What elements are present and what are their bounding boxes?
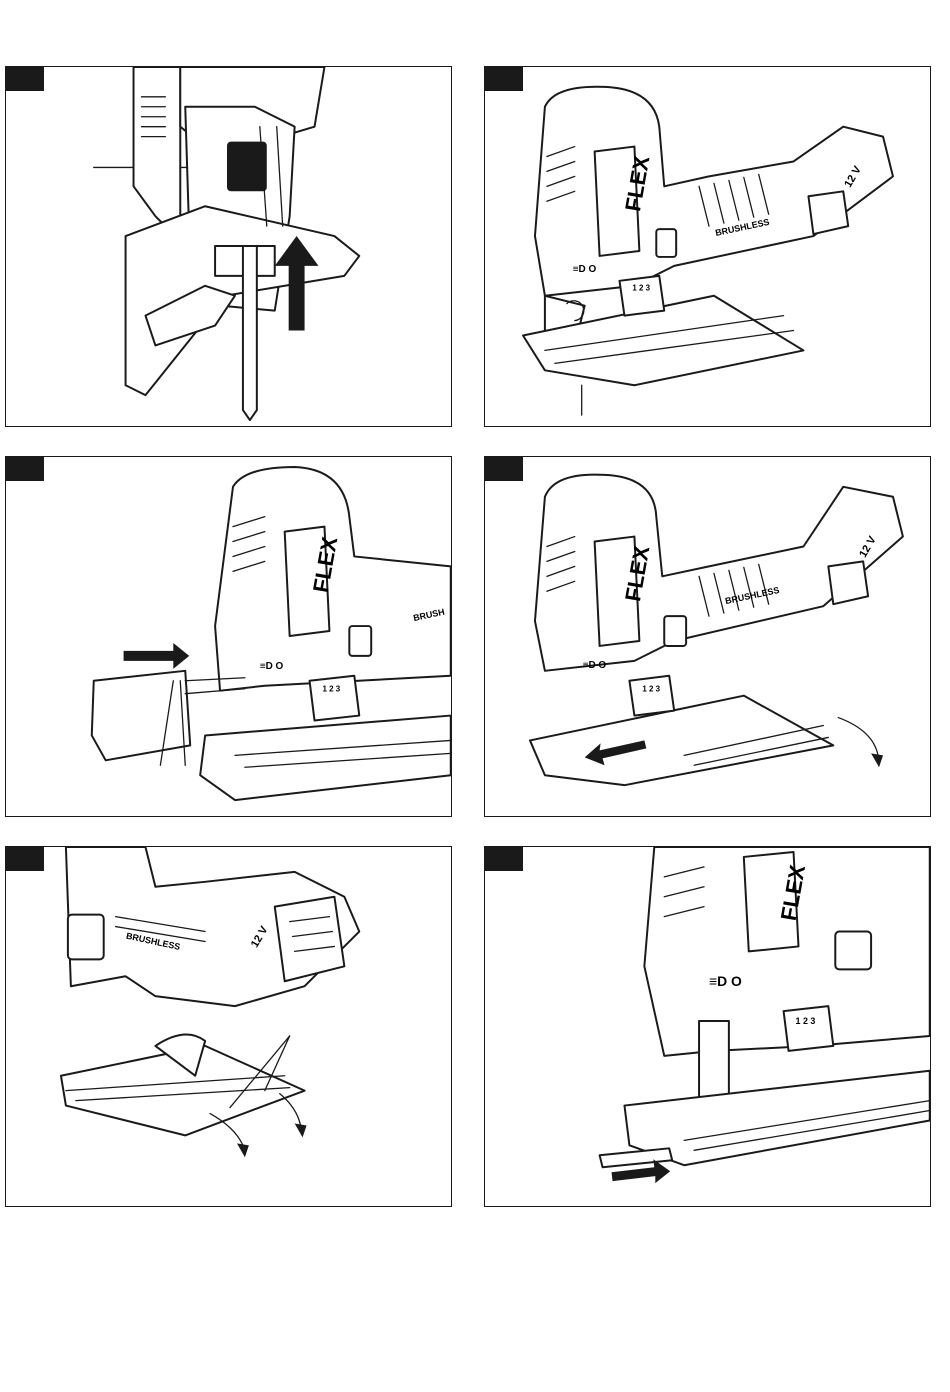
figure-panel-6: FLEX ≡D O 1 2 3 xyxy=(484,846,931,1207)
blade-guide-illustration: FLEX ≡D O 1 2 3 xyxy=(485,847,930,1206)
light-icon: ≡D O xyxy=(709,973,742,989)
figure-panel-5: BRUSHLESS 12 V xyxy=(5,846,452,1207)
speed-dial-numbers: 1 2 3 xyxy=(796,1016,816,1026)
chip-guard-illustration: FLEX BRUSH ≡D O 1 2 3 xyxy=(6,457,451,816)
light-icon: ≡D O xyxy=(573,264,597,275)
light-icon: ≡D O xyxy=(583,660,607,671)
figure-panel-1 xyxy=(5,66,452,427)
speed-dial-numbers: 1 2 3 xyxy=(642,685,660,694)
jigsaw-lever-illustration: FLEX BRUSHLESS 12 V ≡D O 1 2 3 xyxy=(485,67,930,426)
speed-dial-numbers: 1 2 3 xyxy=(632,284,650,293)
figure-panel-4: FLEX BRUSHLESS 12 V ≡D O 1 2 3 xyxy=(484,456,931,817)
figure-panel-3: FLEX BRUSH ≡D O 1 2 3 xyxy=(5,456,452,817)
speed-dial-numbers: 1 2 3 xyxy=(322,685,340,694)
base-tilt-illustration: FLEX BRUSHLESS 12 V ≡D O 1 2 3 xyxy=(485,457,930,816)
figure-panel-2: FLEX BRUSHLESS 12 V ≡D O 1 2 3 xyxy=(484,66,931,427)
base-adjust-illustration: BRUSHLESS 12 V xyxy=(6,847,451,1206)
blade-insert-illustration xyxy=(6,67,451,426)
light-icon: ≡D O xyxy=(260,661,284,672)
